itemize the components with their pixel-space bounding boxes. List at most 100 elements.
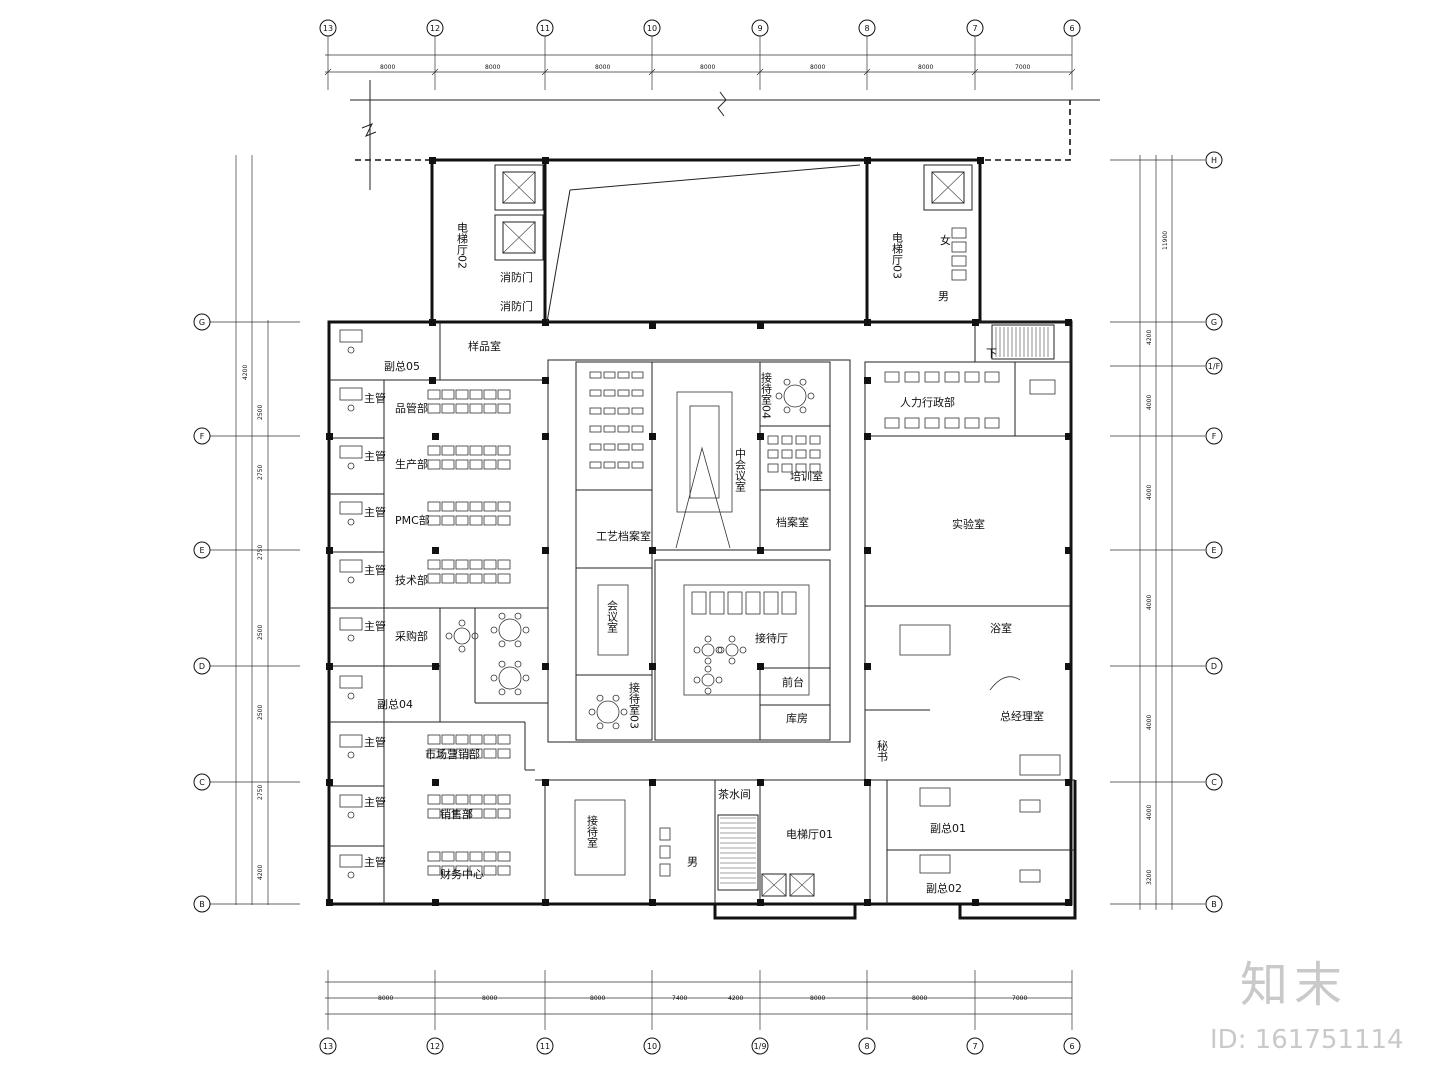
workstation-desk: [455, 403, 469, 414]
training-seat: [795, 463, 807, 473]
bottom-dimension-chain: 8000 8000 8000 7400 4200 8000 8000 7000: [325, 981, 1072, 1015]
column: [864, 779, 871, 786]
chair: [347, 576, 355, 584]
hr-desk: [944, 417, 960, 429]
workstation-desk: [427, 794, 441, 805]
room-gm: 总经理室: [1000, 709, 1044, 723]
axis-label-right: C: [1211, 778, 1217, 787]
axis-bubble-right: [1205, 657, 1223, 675]
axis-label-top: 11: [540, 24, 550, 33]
chair: [471, 632, 479, 640]
column: [432, 899, 439, 906]
column: [649, 433, 656, 440]
axis-label-top: 13: [323, 24, 333, 33]
wc-stall: [659, 827, 671, 841]
axis-bubble-left: [193, 773, 211, 791]
column: [864, 377, 871, 384]
room-men-wc-2: 男: [686, 856, 699, 868]
sofa: [781, 591, 797, 615]
workstation-desk: [441, 794, 455, 805]
workstation-desk: [483, 559, 497, 570]
axis-label-right: 1/F: [1208, 362, 1221, 371]
room-labels: 电梯厅02 电梯厅03 消防门 消防门 样品室 副总05 品管部 生产部 PMC…: [364, 222, 1044, 895]
chair: [715, 676, 723, 684]
workstation-desk: [427, 851, 441, 862]
room-pmc: PMC部: [395, 513, 430, 527]
workstation-desk: [455, 865, 469, 876]
label-stair-down: 下: [986, 347, 997, 360]
workstation-desk: [441, 403, 455, 414]
axis-bubble-bottom: [858, 1037, 876, 1055]
chair: [514, 612, 522, 620]
stair-south: [717, 814, 759, 891]
label-supervisor-6: 主管: [364, 735, 386, 749]
workstation-desk: [427, 573, 441, 584]
left-dim-2: 2500: [257, 405, 264, 420]
chair: [704, 687, 712, 695]
axis-label-bottom: 13: [323, 1042, 333, 1051]
training-seat: [589, 407, 602, 415]
room-small-meeting: 会议室: [606, 600, 619, 633]
chair: [704, 635, 712, 643]
workstation-desk: [483, 748, 497, 759]
column: [542, 433, 549, 440]
training-seat: [589, 461, 602, 469]
right-dim-5: 4000: [1146, 595, 1153, 610]
column: [757, 322, 764, 329]
chair: [498, 640, 506, 648]
training-seat: [781, 435, 793, 445]
hr-desk: [884, 417, 900, 429]
axis-bubble-right: [1205, 895, 1223, 913]
bottom-dim-8: 7000: [1012, 995, 1027, 1002]
training-seat: [617, 389, 630, 397]
column: [649, 779, 656, 786]
column: [649, 547, 656, 554]
chair: [717, 646, 725, 654]
axis-label-right: D: [1211, 662, 1217, 671]
column: [1065, 547, 1072, 554]
column: [972, 319, 979, 326]
axis-label-bottom: 1/9: [754, 1042, 767, 1051]
column: [864, 319, 871, 326]
furniture-layout: [339, 227, 1061, 883]
chair: [347, 871, 355, 879]
workstation-desk: [483, 865, 497, 876]
workstation-desk: [441, 865, 455, 876]
column: [326, 433, 333, 440]
axis-bubble-bottom: [426, 1037, 444, 1055]
workstation-desk: [483, 794, 497, 805]
column: [326, 899, 333, 906]
bottom-dim-7: 8000: [912, 995, 927, 1002]
chair: [739, 646, 747, 654]
axis-bubble-left: [193, 895, 211, 913]
meeting-table-inner: [689, 405, 720, 499]
workstation-desk: [483, 389, 497, 400]
training-seat: [603, 389, 616, 397]
column: [432, 663, 439, 670]
right-dim-1: 11900: [1162, 231, 1169, 250]
room-bath: 浴室: [990, 621, 1012, 635]
room-fire-door-1: 消防门: [500, 270, 533, 284]
column: [649, 899, 656, 906]
workstation-desk: [483, 403, 497, 414]
training-seat: [603, 461, 616, 469]
axis-bubble-top: [536, 19, 554, 37]
chair: [347, 518, 355, 526]
left-dimension-chain: 4200 2500 2750 2750 2500 2500 2750 4200: [235, 155, 269, 905]
axis-label-left: G: [199, 318, 205, 327]
training-seat: [603, 443, 616, 451]
axis-label-bottom: 11: [540, 1042, 550, 1051]
workstation-desk: [441, 734, 455, 745]
round-table-reception: [596, 700, 620, 724]
workstation-desk: [427, 559, 441, 570]
bottom-dim-3: 8000: [590, 995, 605, 1002]
column: [542, 547, 549, 554]
workstation-desk: [455, 501, 469, 512]
round-table-small: [453, 627, 471, 645]
vp-desk: [1019, 869, 1041, 883]
label-supervisor-7: 主管: [364, 795, 386, 809]
top-dimension-chain: 8000 8000 8000 8000 8000 8000 7000: [324, 54, 1076, 76]
chair: [514, 688, 522, 696]
left-dim-3: 2750: [257, 465, 264, 480]
workstation-desk: [455, 748, 469, 759]
